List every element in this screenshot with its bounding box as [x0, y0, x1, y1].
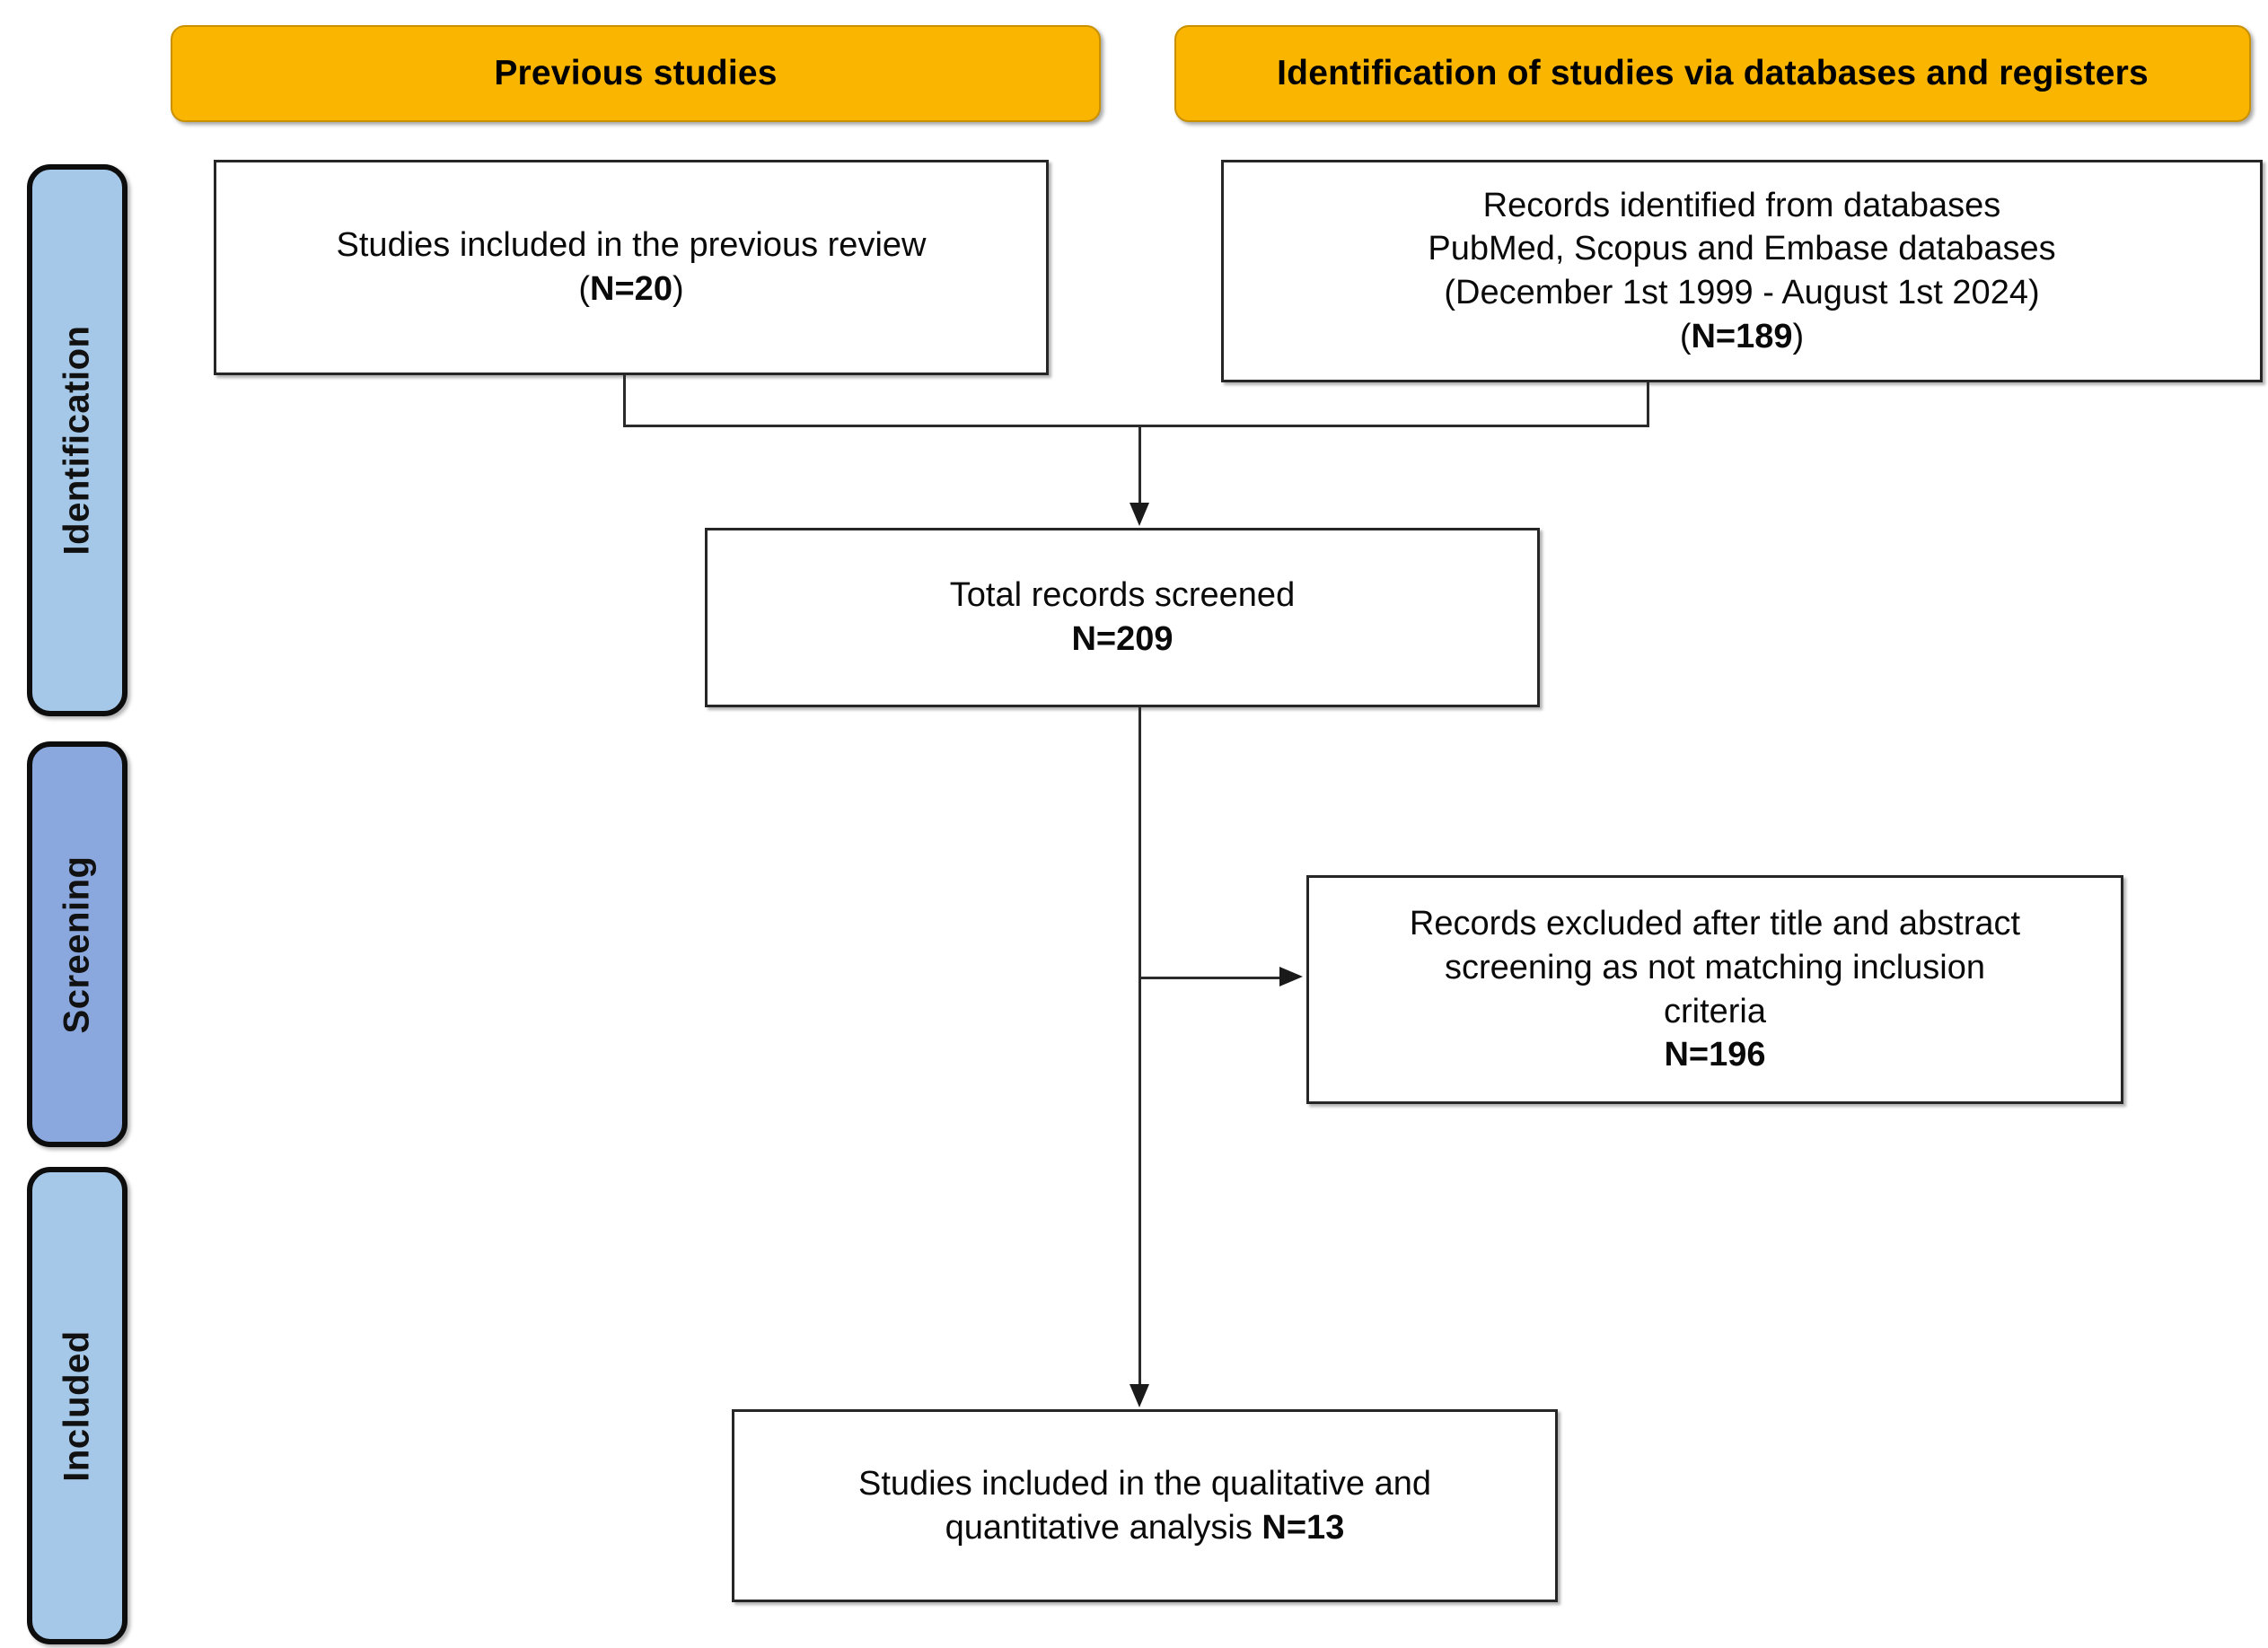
box-records-identified-databases: Records identified from databases PubMed…	[1221, 160, 2263, 382]
box-excluded-line3: criteria	[1663, 992, 1766, 1030]
stage-rail-identification-label: Identification	[57, 325, 97, 556]
stage-rail-included-label: Included	[57, 1329, 97, 1482]
box-records-db-line1: Records identified from databases	[1482, 186, 2001, 224]
box-records-excluded: Records excluded after title and abstrac…	[1306, 875, 2123, 1104]
box-total-records-screened: Total records screened N=209	[705, 528, 1540, 707]
stage-rail-identification: Identification	[27, 164, 127, 716]
banner-previous-studies-label: Previous studies	[494, 54, 778, 92]
box-excluded-line1: Records excluded after title and abstrac…	[1409, 905, 2021, 943]
box-records-db-count-prefix: (	[1679, 317, 1692, 355]
connector-previous-review-stem	[623, 375, 626, 425]
arrow-to-total-screened	[1130, 503, 1149, 526]
box-previous-review-line1: Studies included in the previous review	[336, 226, 927, 265]
box-final-included-line2: quantitative analysis	[945, 1508, 1262, 1547]
stage-rail-screening: Screening	[27, 741, 127, 1147]
box-records-db-line2: PubMed, Scopus and Embase databases	[1428, 230, 2056, 268]
box-studies-previous-review: Studies included in the previous review …	[214, 160, 1049, 375]
box-excluded-count: N=196	[1664, 1036, 1766, 1074]
arrow-to-records-excluded	[1279, 967, 1303, 986]
box-previous-review-count: N=20	[590, 270, 672, 308]
connector-screening-spine	[1138, 707, 1141, 1388]
stage-rail-screening-label: Screening	[57, 855, 97, 1033]
box-records-db-count-suffix: )	[1792, 317, 1805, 355]
banner-previous-studies: Previous studies	[171, 25, 1101, 122]
box-final-included-count: N=13	[1261, 1508, 1345, 1547]
connector-branch-to-excluded	[1138, 977, 1282, 979]
box-studies-included-analysis: Studies included in the qualitative and …	[732, 1409, 1558, 1602]
banner-identification-via-databases: Identification of studies via databases …	[1174, 25, 2251, 122]
box-excluded-line2: screening as not matching inclusion	[1444, 948, 1985, 986]
box-previous-review-count-prefix: (	[578, 270, 591, 308]
connector-merge-bar	[623, 425, 1649, 427]
box-previous-review-count-suffix: )	[672, 270, 684, 308]
stage-rail-included: Included	[27, 1167, 127, 1644]
box-records-db-count: N=189	[1691, 317, 1793, 355]
box-records-db-line3: (December 1st 1999 - August 1st 2024)	[1444, 274, 2040, 311]
connector-records-db-stem	[1647, 382, 1649, 425]
box-total-screened-line1: Total records screened	[949, 576, 1296, 615]
box-total-screened-count: N=209	[1071, 620, 1174, 658]
box-final-included-line1: Studies included in the qualitative and	[857, 1464, 1431, 1503]
arrow-to-final-included	[1130, 1384, 1149, 1407]
connector-merge-stem	[1138, 425, 1141, 507]
banner-identification-label: Identification of studies via databases …	[1277, 54, 2149, 92]
